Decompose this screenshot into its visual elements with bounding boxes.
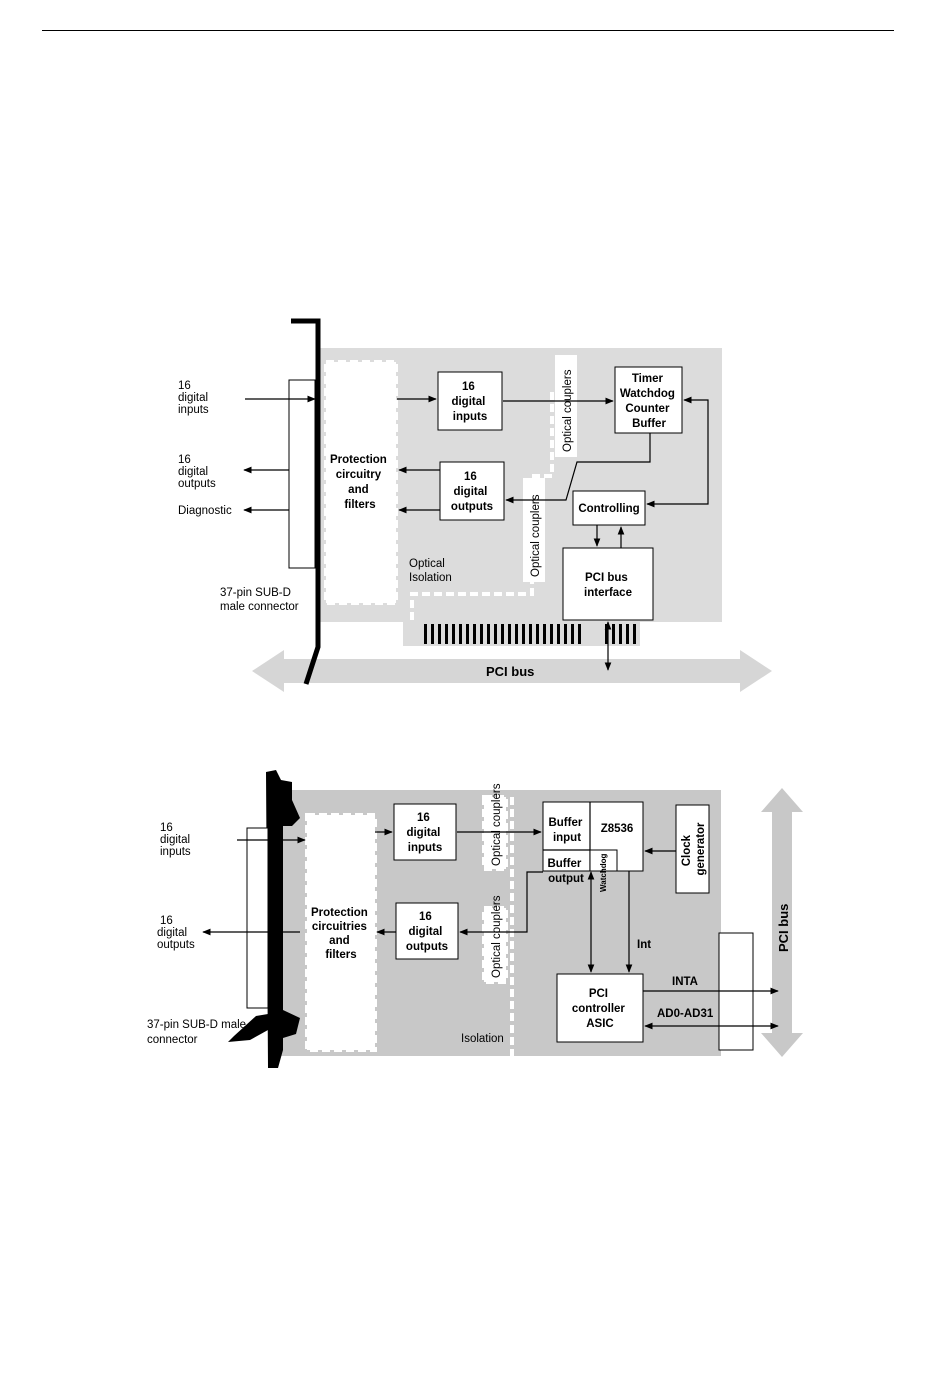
clock-generator-label: Clock generator bbox=[681, 822, 707, 876]
optical-isolation-label: Optical Isolation bbox=[409, 558, 452, 584]
digital-outputs-box-label-2: 16 digital outputs bbox=[406, 911, 448, 953]
diagram-cpci: PCI bus Protection circuitries and filte… bbox=[147, 770, 803, 1068]
diagnostic-label: Diagnostic bbox=[178, 505, 232, 517]
edge-contact-pin bbox=[473, 624, 476, 644]
edge-contact-pin bbox=[633, 624, 636, 644]
digital-inputs-box-2 bbox=[393, 803, 457, 861]
optical-couplers-top-label: Optical couplers bbox=[562, 369, 574, 452]
digital-outputs-box-2 bbox=[395, 902, 459, 960]
outputs-label-2: 16 digital outputs bbox=[157, 915, 195, 951]
edge-contact-pin bbox=[564, 624, 567, 644]
top-rule bbox=[42, 30, 894, 31]
optical-couplers-top-band bbox=[555, 355, 577, 457]
inta-label: INTA bbox=[672, 976, 698, 988]
arrow-timer-controlling bbox=[646, 396, 709, 508]
edge-contact-pin bbox=[452, 624, 455, 644]
sub-d-connector-2 bbox=[246, 827, 269, 1009]
optical-couplers-top-band-2 bbox=[484, 797, 506, 869]
edge-contact-pin bbox=[543, 624, 546, 644]
protection-label-2: Protection circuitries and filters bbox=[311, 907, 371, 961]
pci-controller-label: PCI controller ASIC bbox=[572, 988, 628, 1030]
pci-bus-label-2: PCI bus bbox=[776, 904, 791, 952]
pci-bus-arrow bbox=[252, 650, 772, 692]
inputs-label: 16 digital inputs bbox=[178, 380, 211, 416]
connector-label: 37-pin SUB-D male connector bbox=[220, 587, 299, 613]
edge-contact-pin bbox=[431, 624, 434, 644]
digital-inputs-box bbox=[437, 371, 503, 431]
edge-contact-pin bbox=[612, 624, 615, 644]
ad-label: AD0-AD31 bbox=[657, 1008, 714, 1020]
edge-contact-pin bbox=[445, 624, 448, 644]
edge-contact-pin bbox=[578, 624, 581, 644]
edge-contact-pin bbox=[424, 624, 427, 644]
protection-area bbox=[326, 362, 396, 603]
controlling-box bbox=[572, 490, 646, 526]
edge-contact-pin bbox=[557, 624, 560, 644]
pci-bus-interface-box bbox=[562, 547, 654, 621]
optical-couplers-bottom-band-2 bbox=[484, 908, 506, 982]
optical-couplers-top-label-2: Optical couplers bbox=[491, 783, 503, 866]
digital-outputs-box bbox=[439, 461, 505, 521]
buffer-output-label: Buffer output bbox=[547, 858, 584, 885]
edge-contact-pin bbox=[438, 624, 441, 644]
edge-contact-pin bbox=[487, 624, 490, 644]
edge-contact-pin bbox=[459, 624, 462, 644]
edge-contact-pin bbox=[536, 624, 539, 644]
front-panel bbox=[266, 770, 300, 1068]
buffer-input-label: Buffer input bbox=[548, 817, 585, 844]
mounting-bracket bbox=[291, 318, 321, 685]
pci-bus-label: PCI bus bbox=[486, 664, 534, 679]
edge-contact-pin bbox=[522, 624, 525, 644]
watchdog-label: Watchdog bbox=[599, 854, 608, 892]
edge-contact-pin bbox=[501, 624, 504, 644]
clock-generator-box bbox=[675, 804, 710, 894]
isolation-label: Isolation bbox=[461, 1033, 504, 1045]
arrow-buffer-to-outputs bbox=[459, 871, 543, 936]
ejector-handle bbox=[228, 1014, 268, 1042]
diagram-pci: PCI bus Protection circuitry and filters… bbox=[178, 318, 772, 692]
z8536-label: Z8536 bbox=[601, 823, 634, 835]
digital-inputs-box-label: 16 digital inputs bbox=[451, 381, 488, 423]
edge-contacts bbox=[424, 624, 636, 644]
edge-contact-pin bbox=[571, 624, 574, 644]
pci-bus-arrow-2 bbox=[761, 788, 803, 1057]
protection-label: Protection circuitry and filters bbox=[330, 454, 390, 511]
edge-contact-pin bbox=[508, 624, 511, 644]
edge-contact-pin bbox=[529, 624, 532, 644]
optical-couplers-bottom-band bbox=[523, 478, 545, 582]
edge-contact-pin bbox=[466, 624, 469, 644]
optical-couplers-bottom-label: Optical couplers bbox=[530, 494, 542, 577]
sub-d-connector bbox=[288, 379, 316, 569]
protection-area-2 bbox=[307, 815, 375, 1050]
outputs-label: 16 digital outputs bbox=[178, 454, 216, 490]
edge-contact-pin bbox=[550, 624, 553, 644]
int-label: Int bbox=[637, 939, 651, 951]
pci-bus-interface-box-label: PCI bus interface bbox=[584, 572, 632, 599]
digital-inputs-box-label-2: 16 digital inputs bbox=[406, 812, 443, 854]
optical-couplers-top-border-2 bbox=[482, 795, 508, 871]
pci-controller-box bbox=[556, 973, 644, 1043]
watchdog-cell bbox=[589, 849, 618, 872]
edge-contact-pin bbox=[480, 624, 483, 644]
edge-contact-pin bbox=[619, 624, 622, 644]
inputs-label-2: 16 digital inputs bbox=[160, 822, 193, 858]
protection-border-2 bbox=[305, 813, 377, 1052]
connector-label-2: 37-pin SUB-D male connector bbox=[147, 1019, 249, 1046]
edge-contact-pin bbox=[494, 624, 497, 644]
edge-contact-pin bbox=[626, 624, 629, 644]
optical-couplers-bottom-label-2: Optical couplers bbox=[491, 895, 503, 978]
controlling-box-label: Controlling bbox=[578, 503, 639, 515]
edge-contact-pin bbox=[515, 624, 518, 644]
digital-outputs-box-label: 16 digital outputs bbox=[451, 471, 493, 513]
